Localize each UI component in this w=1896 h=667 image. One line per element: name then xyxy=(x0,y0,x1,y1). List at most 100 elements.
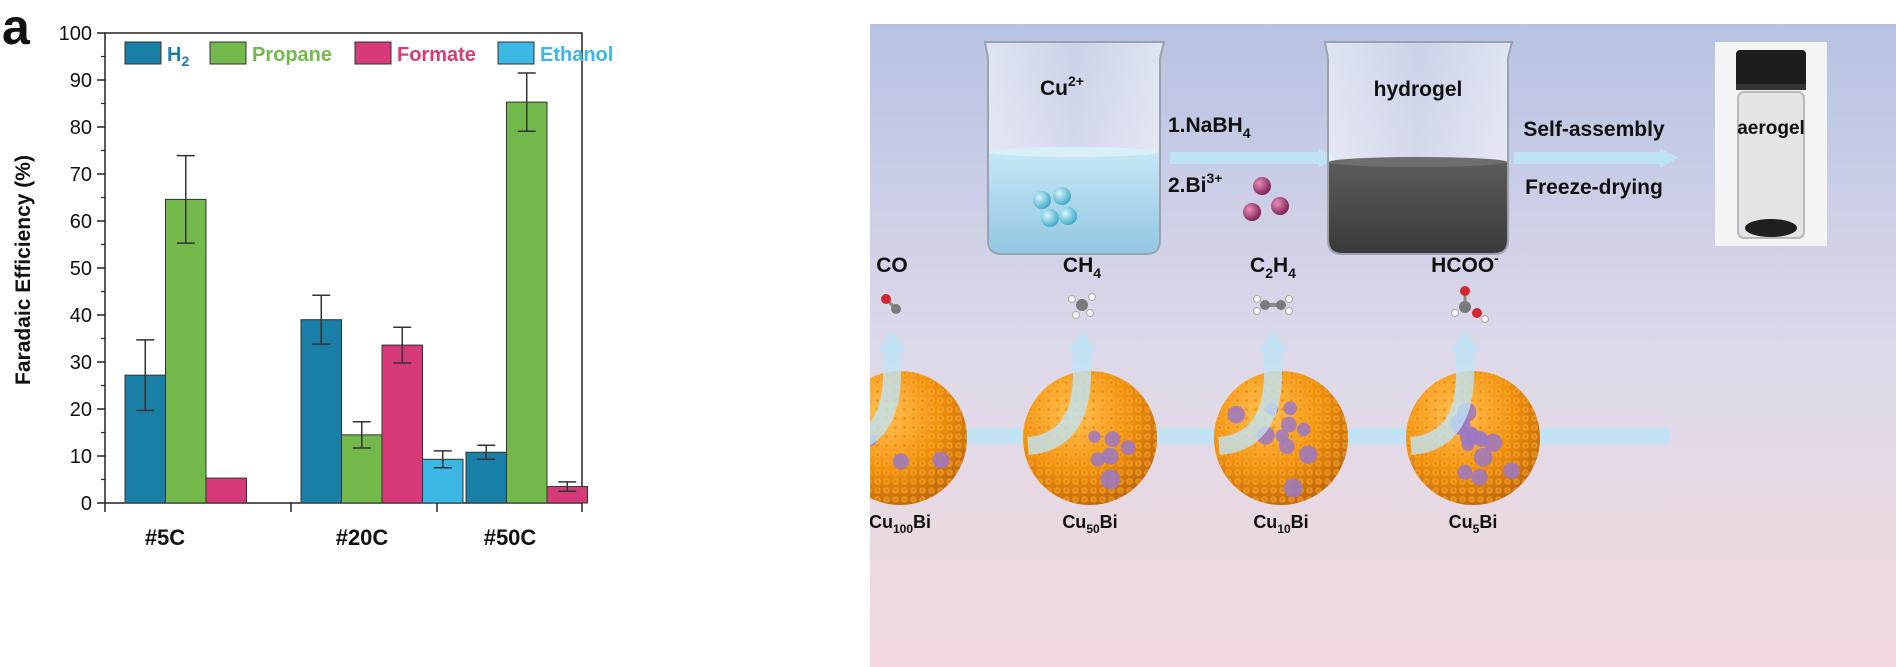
catalyst-sphere-2: Cu50Bi xyxy=(1023,330,1157,536)
y-tick-label: 60 xyxy=(70,211,92,233)
product-2: CH4 xyxy=(1063,254,1101,319)
y-tick-label: 90 xyxy=(70,70,92,92)
y-tick-label: 0 xyxy=(81,493,92,515)
bi-patch xyxy=(1279,438,1295,455)
bi-patch xyxy=(1088,430,1101,443)
bi-ion-3 xyxy=(1271,197,1289,215)
bi-patch xyxy=(1090,452,1106,467)
catalyst-label: Cu50Bi xyxy=(1062,512,1117,536)
cu-ion-1 xyxy=(1033,191,1051,209)
step1-reagents: 1.NaBH4 2.Bi3+ xyxy=(1168,114,1336,221)
freeze-drying-label: Freeze-drying xyxy=(1525,176,1663,199)
legend-label-h: H2 xyxy=(167,44,189,69)
reaction-flow-arrow xyxy=(1217,352,1282,455)
product-4: HCOO- xyxy=(1431,250,1499,323)
bar-propane-5C xyxy=(165,198,207,504)
bi-patch xyxy=(1296,422,1311,437)
bi-patch xyxy=(892,453,909,470)
chart-bars xyxy=(124,72,588,504)
cu-ion-2 xyxy=(1053,187,1071,205)
bar-propane-50C xyxy=(506,101,548,504)
bi-patch xyxy=(1100,469,1121,490)
y-tick-label: 80 xyxy=(70,117,92,139)
legend-swatch-propane xyxy=(209,41,247,65)
bar-formate-5C xyxy=(205,477,247,504)
bi-patch xyxy=(1503,462,1520,479)
cu-ion-label: Cu2+ xyxy=(1040,73,1084,100)
product-label: C2H4 xyxy=(1250,254,1296,281)
bi-patch xyxy=(1471,468,1488,486)
y-tick-label: 30 xyxy=(70,352,92,374)
y-tick-label: 100 xyxy=(59,23,92,45)
bi-label: 2.Bi3+ xyxy=(1168,170,1222,197)
x-category-label: #50C xyxy=(484,525,537,550)
x-category-label: #5C xyxy=(145,525,185,550)
reaction-flow-arrow xyxy=(1026,352,1091,455)
bi-ion-1 xyxy=(1253,177,1271,195)
bar-h-20C xyxy=(300,319,342,504)
bi-patch xyxy=(1283,401,1298,416)
step2-processing: Self-assembly Freeze-drying xyxy=(1514,118,1678,199)
legend-swatch-h xyxy=(124,41,162,65)
molecule-icon xyxy=(1451,286,1489,323)
y-tick-label: 70 xyxy=(70,164,92,186)
beaker-hydrogel: hydrogel xyxy=(1323,41,1514,255)
bi-patch xyxy=(932,451,950,469)
cu-ion-4 xyxy=(1059,207,1077,225)
beaker-cu-solution: Cu2+ xyxy=(983,41,1166,255)
catalyst-series: Cu100Bi Cu50Bi Cu10Bi Cu5Bi CO CH4 C2H4 HCOO- xyxy=(870,250,1540,536)
molecule-icon xyxy=(881,294,901,314)
arrow-head-icon xyxy=(1259,330,1287,352)
y-axis-label: Faradaic Efficiency (%) xyxy=(12,155,35,385)
bi-patch xyxy=(1104,431,1121,448)
bi-patch xyxy=(1483,433,1503,452)
arrow-head-icon xyxy=(1068,330,1096,352)
bi-patch xyxy=(1101,447,1119,465)
bar-h-50C xyxy=(465,451,507,504)
product-label: CH4 xyxy=(1063,254,1101,281)
faradaic-efficiency-chart: a Faradaic Efficiency (%) 01020304050607… xyxy=(2,0,613,550)
aerogel-vial-photo: aerogel xyxy=(1715,42,1827,246)
synthesis-scheme: b Cu2+ 1.NaBH4 2.Bi3+ hydrogel xyxy=(870,24,1896,667)
legend-swatch-formate xyxy=(354,41,392,65)
legend-swatch-ethanol xyxy=(497,41,535,65)
hydrogel-label: hydrogel xyxy=(1374,78,1463,101)
bi-patch xyxy=(1459,426,1480,447)
arrow-head-icon xyxy=(1451,330,1479,352)
catalyst-label: Cu5Bi xyxy=(1449,512,1498,536)
x-category-label: #20C xyxy=(336,525,389,550)
product-3: C2H4 xyxy=(1250,254,1296,315)
reaction-flow-arrow xyxy=(1409,352,1474,455)
bi-patch xyxy=(1457,464,1473,480)
arrow-head-icon xyxy=(878,330,906,352)
y-tick-label: 40 xyxy=(70,305,92,327)
bi-patch xyxy=(1280,416,1297,433)
y-axis-title: Faradaic Efficiency (%) xyxy=(12,155,35,385)
reaction-flow-arrow xyxy=(870,352,901,446)
bi-patch xyxy=(1227,405,1246,424)
chart-legend: H2 Propane Formate Ethanol xyxy=(124,41,613,69)
legend-label-formate: Formate xyxy=(397,44,476,66)
product-label: HCOO- xyxy=(1431,250,1499,277)
catalyst-sphere-4: Cu5Bi xyxy=(1406,330,1540,536)
aerogel-label: aerogel xyxy=(1737,118,1805,139)
y-tick-label: 20 xyxy=(70,399,92,421)
catalyst-sphere-3: Cu10Bi xyxy=(1214,330,1348,536)
y-tick-label: 10 xyxy=(70,446,92,468)
product-1: CO xyxy=(876,254,908,314)
bi-patch xyxy=(1120,440,1136,455)
nabh4-label: 1.NaBH4 xyxy=(1168,114,1251,141)
bar-formate-20C xyxy=(381,344,423,504)
catalyst-sphere-1: Cu100Bi xyxy=(870,330,967,536)
self-assembly-label: Self-assembly xyxy=(1523,118,1665,141)
product-label: CO xyxy=(876,254,908,277)
bi-ion-2 xyxy=(1243,203,1261,221)
legend-label-propane: Propane xyxy=(252,44,332,66)
bi-patch xyxy=(1283,478,1303,498)
legend-label-ethanol: Ethanol xyxy=(540,44,613,66)
catalyst-label: Cu100Bi xyxy=(870,512,931,536)
panel-a-label: a xyxy=(2,0,31,55)
catalyst-label: Cu10Bi xyxy=(1253,512,1308,536)
cu-ion-3 xyxy=(1041,209,1059,227)
